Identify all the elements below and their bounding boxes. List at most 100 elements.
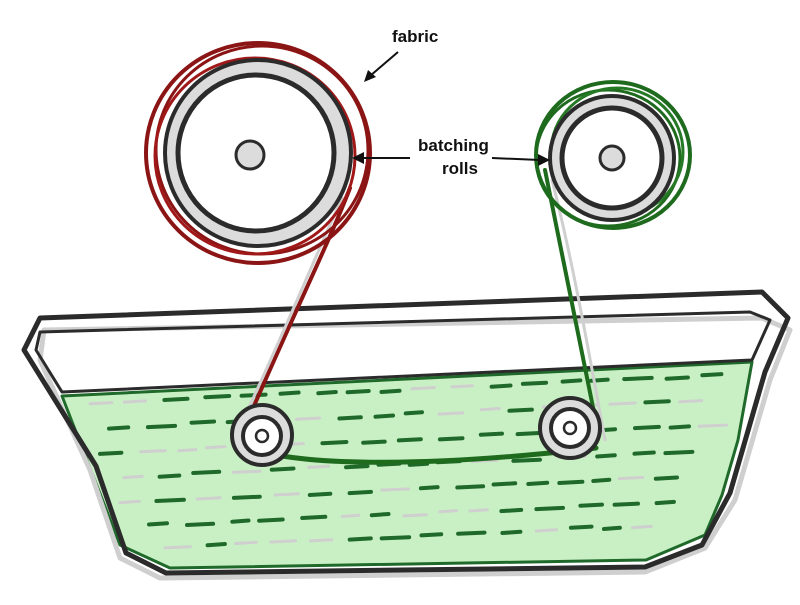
liquor-dash (479, 407, 501, 412)
guide-roller-left-hub (254, 428, 270, 444)
liquor-dash (630, 524, 653, 530)
arrow-fabric-head (364, 70, 376, 82)
liquor-dash (612, 501, 640, 507)
liquor-dash (489, 383, 513, 389)
liquor-dash (309, 538, 334, 543)
liquor-dash (278, 390, 301, 396)
liquor-dash (307, 491, 333, 497)
liquor-dash (369, 512, 391, 518)
liquor-dash (147, 521, 169, 527)
liquor-dash (601, 525, 622, 531)
roll-left-fabric-wrap-3 (153, 56, 357, 256)
liquor-dash (337, 415, 363, 421)
liquor-dash (273, 492, 300, 497)
liquor-dash (257, 517, 285, 523)
liquor-dash (455, 484, 486, 490)
liquor-dash (347, 536, 373, 542)
liquor-dash (163, 545, 192, 550)
guide-roller-right-hub (562, 420, 578, 436)
liquor-dash (345, 389, 371, 395)
liquor-dash (88, 401, 114, 406)
liquor-dash (157, 473, 182, 479)
liquor-dash (320, 440, 349, 446)
batching-roll-left (144, 41, 372, 265)
label-batching: batching (418, 136, 489, 155)
liquor-dash (191, 469, 222, 475)
liquor-dash (419, 532, 444, 538)
liquor-dash (622, 375, 654, 382)
liquor-dash (269, 466, 296, 472)
liquor-dash (307, 464, 331, 469)
liquor-dash (578, 502, 604, 508)
liquor-dash (697, 423, 729, 428)
dye-trough (21, 289, 793, 581)
liquor-dash (402, 513, 428, 518)
liquor-dash (98, 450, 124, 456)
liquor-dash (231, 494, 262, 500)
label-fabric: fabric (392, 27, 438, 46)
liquor-dash (379, 535, 412, 541)
liquor-dash (316, 390, 338, 396)
liquor-dash (450, 384, 474, 389)
liquor-dash (122, 399, 148, 404)
liquor-dash (526, 480, 550, 486)
roll-left-fabric-wrap-1 (144, 41, 372, 265)
liquor-dash (154, 497, 186, 503)
liquor-dash (195, 496, 222, 501)
liquor-dash (468, 508, 489, 513)
liquor-dash (185, 521, 216, 527)
arrow-fabric-line (369, 51, 399, 77)
liquor-dash (231, 469, 262, 474)
liquor-dash (653, 475, 679, 481)
liquor-dash (507, 407, 534, 413)
guide-roller-right (538, 396, 602, 460)
liquor-dash (668, 424, 691, 430)
liquor-dash (361, 439, 387, 445)
liquor-dash (633, 424, 661, 431)
batching-roll-right (534, 80, 692, 230)
liquor-dash (107, 425, 131, 431)
liquor-dash (347, 489, 373, 496)
arrow-right-roll-head (538, 154, 550, 166)
liquor-dash (511, 457, 542, 463)
liquor-dash (437, 411, 465, 416)
liquor-dash (654, 499, 676, 506)
liquor-dash (300, 514, 328, 520)
liquor-dash (478, 431, 504, 437)
liquor-dash (379, 388, 402, 394)
liquor-dash (234, 540, 258, 545)
liquor-dash (177, 448, 198, 453)
liquor-dash (663, 449, 695, 456)
liquor-dash (145, 423, 178, 430)
liquor-dash (403, 410, 424, 416)
liquor-dash (456, 530, 487, 536)
liquor-dashes (88, 372, 729, 550)
liquor-dash (560, 378, 583, 384)
liquor-dash (595, 453, 617, 459)
liquor-dash (608, 401, 637, 406)
liquor-dash (380, 487, 410, 492)
trough-rim-inner (34, 310, 772, 394)
liquor-dash (418, 485, 440, 491)
liquor-dash (230, 518, 251, 524)
liquor-dash (438, 509, 459, 514)
liquor-dash (499, 507, 524, 514)
liquor-dash (591, 477, 612, 483)
liquor-dash (162, 396, 190, 402)
liquor-dash (437, 436, 465, 442)
fabric-left-strand (248, 186, 352, 417)
liquor-dash (189, 419, 217, 425)
guide-roller-left (230, 403, 294, 467)
liquor-dash (344, 464, 370, 470)
label-rolls: rolls (442, 159, 478, 178)
liquor-dash (632, 450, 656, 456)
liquor-dash (118, 499, 141, 505)
trough-outer (21, 289, 791, 576)
roll-right-axle (598, 144, 626, 172)
arrow-right-roll-line (491, 157, 541, 161)
liquor-dash (520, 380, 549, 386)
liquor-dash (617, 475, 645, 481)
liquor-dash (205, 445, 227, 450)
liquor-dash (373, 413, 395, 419)
